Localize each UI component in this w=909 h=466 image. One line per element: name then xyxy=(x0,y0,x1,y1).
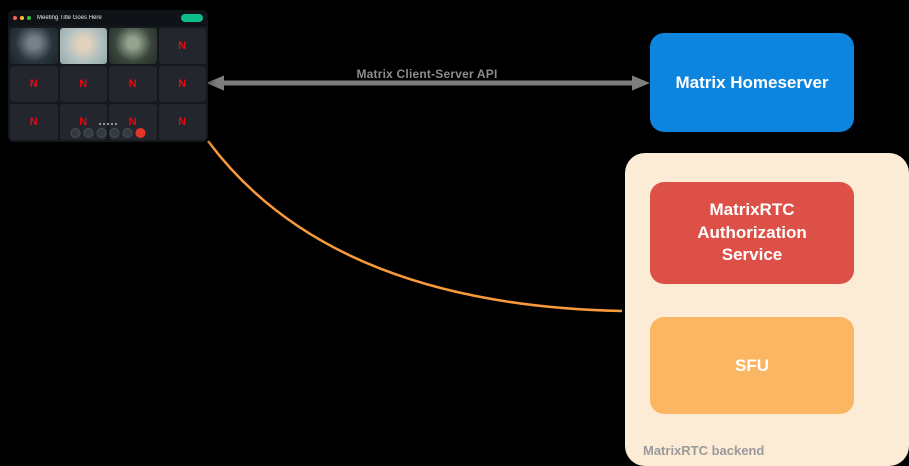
camera-button[interactable] xyxy=(83,128,94,138)
avatar-letter: N xyxy=(79,78,88,90)
call-controls xyxy=(70,128,146,138)
auth-service-label: MatrixRTC Authorization Service xyxy=(697,199,807,265)
video-tile-avatar: N xyxy=(158,28,206,64)
arrow-head-right-icon xyxy=(632,75,650,91)
video-tile-person xyxy=(10,28,58,64)
more-options-button[interactable] xyxy=(122,128,133,138)
backend-label: MatrixRTC backend xyxy=(643,443,765,458)
page-dot xyxy=(111,123,113,125)
auth-service-box: MatrixRTC Authorization Service xyxy=(650,182,854,284)
homeserver-label: Matrix Homeserver xyxy=(675,72,829,92)
window-minimize-icon[interactable] xyxy=(20,16,24,20)
video-tile-avatar: N xyxy=(109,66,157,102)
sfu-box: SFU xyxy=(650,317,854,414)
avatar-letter: N xyxy=(128,78,137,90)
pagination-dots xyxy=(99,123,117,125)
meeting-title: Meeting Title Goes Here xyxy=(37,15,102,21)
video-tile-avatar: N xyxy=(10,104,58,140)
video-tile-person xyxy=(109,28,157,64)
avatar-letter: N xyxy=(178,78,187,90)
video-call-window: Meeting Title Goes Here N N N N N N N N xyxy=(8,10,208,142)
video-grid: N N N N N N N N N xyxy=(8,26,208,142)
page-dot xyxy=(99,123,101,125)
api-arrow-label: Matrix Client-Server API xyxy=(356,67,498,81)
avatar-letter: N xyxy=(128,116,137,128)
window-zoom-icon[interactable] xyxy=(27,16,31,20)
page-dot xyxy=(107,123,109,125)
sfu-label: SFU xyxy=(735,355,769,375)
call-window-header: Meeting Title Goes Here xyxy=(8,10,208,26)
arrow-head-left-icon xyxy=(206,75,224,91)
leave-call-button[interactable] xyxy=(135,128,146,138)
call-action-button[interactable] xyxy=(181,14,203,22)
avatar-letter: N xyxy=(178,116,187,128)
matrix-homeserver-box: Matrix Homeserver xyxy=(650,33,854,132)
avatar-letter: N xyxy=(29,78,38,90)
video-tile-avatar: N xyxy=(10,66,58,102)
video-tile-person xyxy=(59,28,107,64)
page-dot xyxy=(103,123,105,125)
client-to-backend-curve xyxy=(206,140,623,313)
avatar-letter: N xyxy=(178,40,187,52)
video-tile-avatar: N xyxy=(158,104,206,140)
screenshare-button[interactable] xyxy=(96,128,107,138)
window-close-icon[interactable] xyxy=(13,16,17,20)
avatar-letter: N xyxy=(29,116,38,128)
matrixrtc-backend-container: MatrixRTC Authorization Service SFU Matr… xyxy=(625,153,909,466)
page-dot xyxy=(115,123,117,125)
video-tile-avatar: N xyxy=(158,66,206,102)
mic-button[interactable] xyxy=(70,128,81,138)
reactions-button[interactable] xyxy=(109,128,120,138)
avatar-letter: N xyxy=(79,116,88,128)
video-tile-avatar: N xyxy=(59,66,107,102)
